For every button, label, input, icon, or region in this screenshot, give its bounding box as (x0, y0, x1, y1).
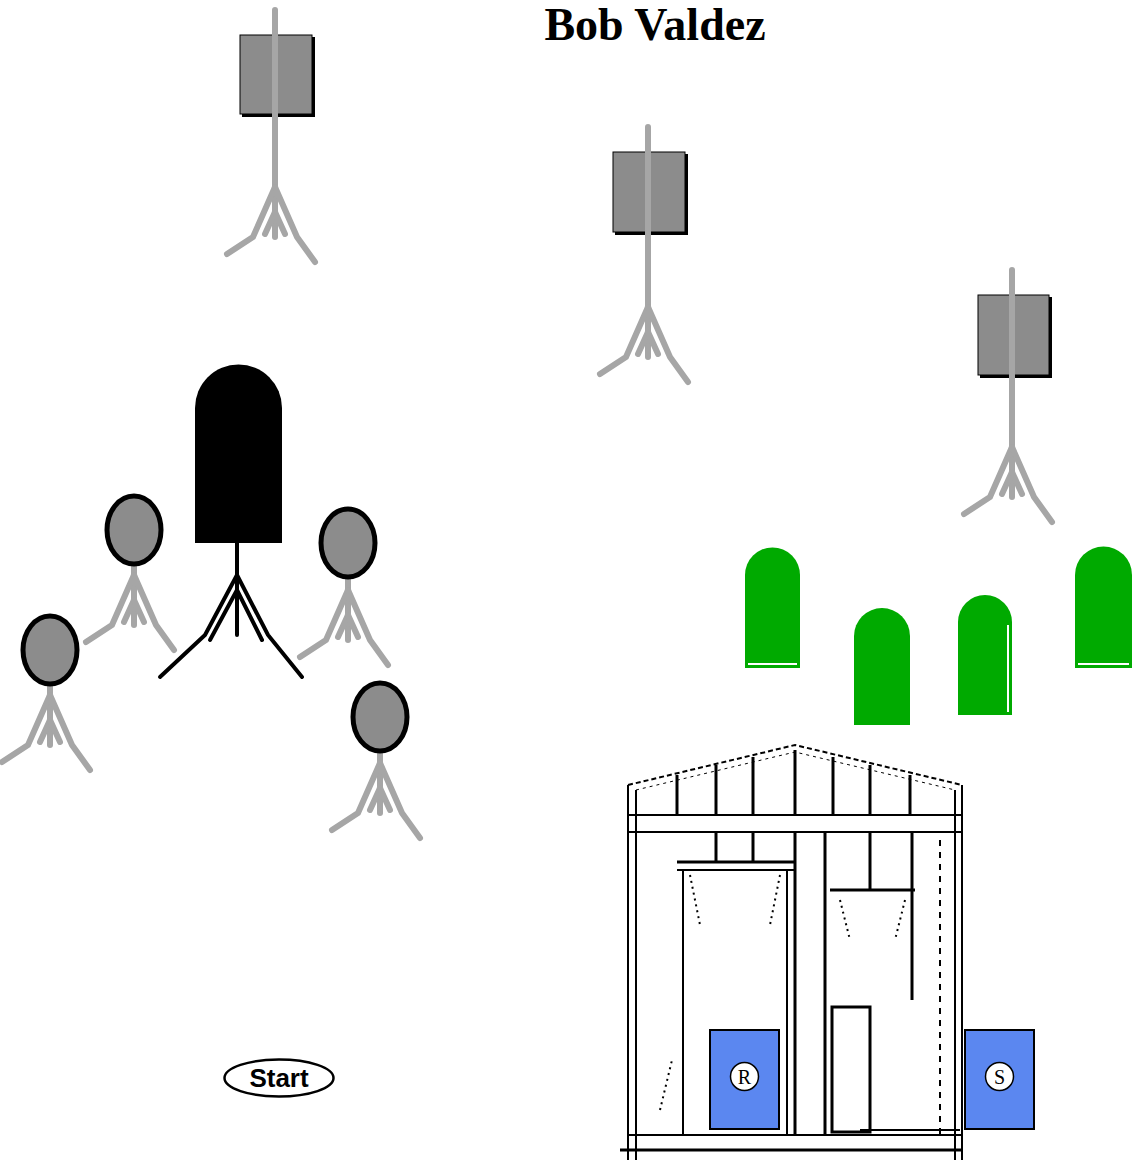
start-oval: Start (223, 1058, 335, 1098)
stand (86, 566, 174, 650)
circled-letter: S (994, 1066, 1005, 1088)
stand (300, 579, 388, 665)
speaker (160, 365, 302, 678)
stand (2, 686, 90, 770)
round-lamps (23, 496, 407, 751)
stand (964, 270, 1052, 522)
stand (227, 10, 315, 262)
blue-box: S (964, 1029, 1035, 1130)
start-label: Start (249, 1064, 308, 1093)
house-frame (620, 745, 962, 1160)
circled-letter: R (738, 1066, 751, 1088)
stand (332, 753, 420, 838)
title: Bob Valdez (544, 2, 765, 48)
tombstones (745, 547, 1132, 726)
light-stands (2, 10, 1052, 838)
stand (600, 127, 688, 382)
light-panels (240, 35, 1052, 378)
blue-box: R (709, 1029, 780, 1130)
